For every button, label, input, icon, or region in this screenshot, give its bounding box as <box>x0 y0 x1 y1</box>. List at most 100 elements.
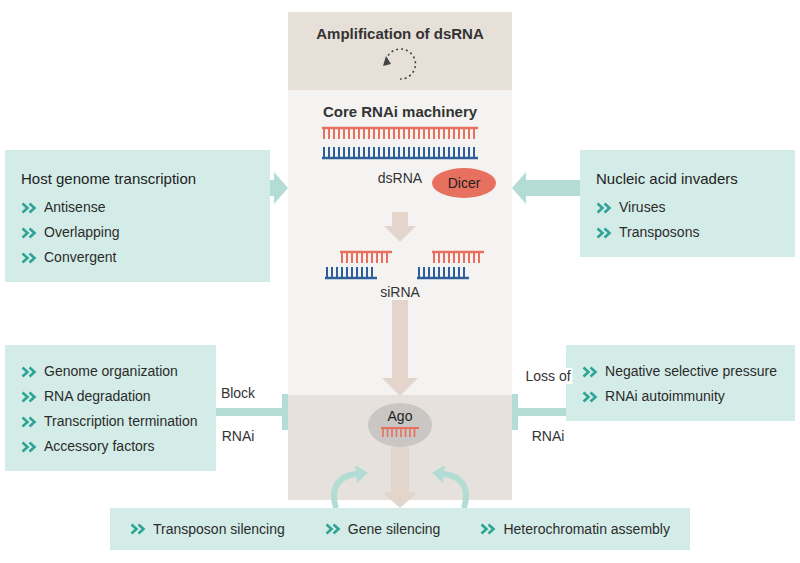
base-tick <box>373 128 375 139</box>
base-tick <box>398 128 400 139</box>
base-tick <box>338 128 340 139</box>
base-tick <box>391 428 393 437</box>
bullet-row: Antisense <box>21 195 252 220</box>
wide-arrow <box>382 447 418 508</box>
base-tick <box>443 252 445 263</box>
base-tick <box>383 147 385 158</box>
bullet-row: Overlapping <box>21 220 252 245</box>
base-tick <box>408 147 410 158</box>
base-tick <box>343 147 345 158</box>
bullet-item: RNA degradation <box>44 384 151 409</box>
base-tick <box>382 428 384 437</box>
base-tick <box>438 252 440 263</box>
inhibition-label: Block <box>219 385 257 401</box>
chevron-bullet <box>21 202 37 214</box>
base-tick <box>433 252 435 263</box>
base-tick <box>398 147 400 158</box>
chevron-stroke <box>326 525 331 534</box>
wide-arrow <box>512 172 580 204</box>
base-tick <box>328 147 330 158</box>
base-tick <box>409 428 411 437</box>
bullet-row: Convergent <box>21 245 252 270</box>
base-tick <box>353 128 355 139</box>
chevron-stroke <box>591 367 596 376</box>
base-tick <box>346 267 348 278</box>
base-tick <box>423 147 425 158</box>
chevron-stroke <box>584 367 589 376</box>
base-tick <box>381 252 383 263</box>
enzyme-label: Dicer <box>432 168 496 198</box>
base-tick <box>448 128 450 139</box>
bullet-item: RNAi autoimmunity <box>605 384 725 409</box>
base-tick <box>333 147 335 158</box>
base-tick <box>368 128 370 139</box>
base-tick <box>443 147 445 158</box>
chevron-stroke <box>23 392 28 401</box>
chevron-stroke <box>30 442 35 451</box>
base-tick <box>393 147 395 158</box>
bullet-item: Antisense <box>44 195 105 220</box>
bullet-item: Viruses <box>619 195 665 220</box>
chevron-stroke <box>23 203 28 212</box>
chevron-stroke <box>489 525 494 534</box>
bullet-row: Genome organization <box>21 359 198 384</box>
inhibition-label: RNAi <box>530 428 567 444</box>
chevron-stroke <box>30 367 35 376</box>
base-tick <box>428 267 430 278</box>
chevron-stroke <box>605 203 610 212</box>
base-tick <box>358 147 360 158</box>
base-tick <box>323 128 325 139</box>
base-tick <box>418 267 420 278</box>
base-tick <box>418 147 420 158</box>
base-tick <box>388 147 390 158</box>
process-arrow <box>382 300 418 396</box>
chevron-stroke <box>23 442 28 451</box>
chevron-stroke <box>30 203 35 212</box>
base-tick <box>373 147 375 158</box>
base-tick <box>443 267 445 278</box>
chevron-stroke <box>30 253 35 262</box>
core-panel <box>288 12 512 500</box>
bullet-item: Convergent <box>44 245 116 270</box>
base-tick <box>331 267 333 278</box>
chevron-stroke <box>584 392 589 401</box>
bullet-item: Transcription termination <box>44 409 198 434</box>
connector <box>382 447 418 508</box>
chevron-stroke <box>482 525 487 534</box>
process-arrow <box>384 212 416 242</box>
base-tick <box>333 128 335 139</box>
bullet-item: Transposons <box>619 220 699 245</box>
chevron-bullet <box>596 202 612 214</box>
base-tick <box>438 267 440 278</box>
source-box: Nucleic acid invadersVirusesTransposons <box>580 150 795 257</box>
bound-sirna <box>380 426 420 440</box>
bullet-row: Heterochromatin assembly <box>480 517 670 542</box>
base-tick <box>368 147 370 158</box>
chevron-stroke <box>598 228 603 237</box>
chevron-stroke <box>598 203 603 212</box>
base-tick <box>356 252 358 263</box>
chevron-bullet <box>130 523 146 535</box>
base-tick <box>453 252 455 263</box>
chevron-bullet <box>582 391 598 403</box>
dicer-enzyme: Dicer <box>432 168 496 198</box>
outcome-item: Gene silencing <box>348 517 441 542</box>
base-tick <box>443 128 445 139</box>
chevron-stroke <box>23 253 28 262</box>
base-tick <box>468 128 470 139</box>
outcome-item: Heterochromatin assembly <box>503 517 670 542</box>
base-tick <box>438 147 440 158</box>
base-tick <box>403 128 405 139</box>
chevron-stroke <box>30 392 35 401</box>
base-tick <box>386 252 388 263</box>
base-tick <box>361 252 363 263</box>
inhibition-line <box>216 408 285 416</box>
base-tick <box>448 252 450 263</box>
chevron-stroke <box>591 392 596 401</box>
base-tick <box>463 128 465 139</box>
box-heading: Host genome transcription <box>21 170 252 187</box>
base-tick <box>433 128 435 139</box>
feedback-curve <box>334 474 356 508</box>
chevron-stroke <box>23 367 28 376</box>
base-tick <box>348 147 350 158</box>
